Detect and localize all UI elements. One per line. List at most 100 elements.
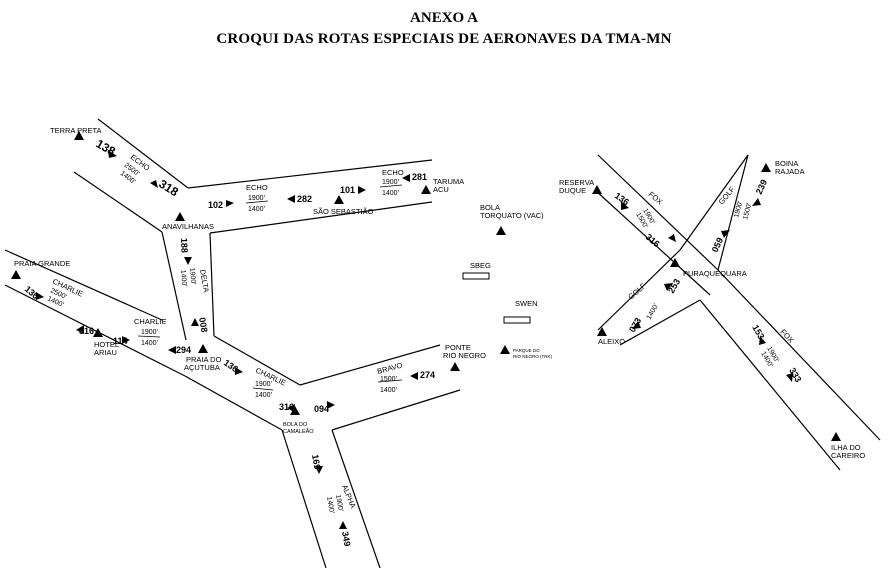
label-puraquequara: PURAQUEQUARA: [683, 269, 747, 278]
alt-charlie-2-1400: 1400': [141, 340, 158, 347]
divider-charlie-2: [252, 387, 274, 391]
heading-labels: 138 318 102 282 101 281 188 008 136 316 …: [23, 136, 804, 547]
hdg-274: 274: [420, 370, 435, 380]
corridor-fox-se-lower: [699, 299, 841, 471]
hdg-102: 102: [208, 200, 223, 210]
point-ponte-rio-negro-icon: [450, 362, 460, 371]
arrow-136-east-icon: [621, 201, 629, 210]
route-fox-se: FOX: [779, 327, 796, 344]
hdg-349: 349: [340, 531, 352, 548]
corridor-delta-left: [161, 231, 187, 341]
arrow-349-icon: [339, 521, 347, 529]
alt-golf-sw-1400: 1400': [646, 303, 661, 321]
alt-delta-1400: 1400': [179, 270, 187, 287]
label-hotel-1: HOTEL: [94, 340, 119, 349]
corridor-charlie-w-lower: [4, 284, 186, 377]
arrow-169-icon: [315, 466, 323, 474]
corridor-echo-e-lower: [209, 201, 433, 234]
arrow-101-icon: [358, 186, 366, 194]
alt-echo-1-1900: 1900': [248, 195, 265, 202]
arrow-274-icon: [410, 372, 418, 380]
label-sbeg: SBEG: [470, 261, 491, 270]
label-taruma-1: TARUMA: [433, 177, 464, 186]
point-bola-camaleao-icon: [290, 406, 300, 415]
point-reserva-duque-icon: [592, 185, 602, 194]
arrow-294-icon: [168, 346, 176, 354]
alt-alpha-1900: 1900': [334, 494, 344, 512]
hdg-153: 153: [750, 323, 766, 341]
route-delta: DELTA: [198, 269, 211, 293]
heading-arrows: [36, 150, 793, 529]
alt-delta-1900: 1900': [188, 268, 196, 285]
alt-golf-ne-1900: 1900': [733, 200, 744, 218]
label-ponte-1: PONTE: [445, 343, 471, 352]
alt-echo-1-1400: 1400': [248, 206, 265, 213]
arrow-253-icon: [664, 283, 673, 291]
point-puraquequara-icon: [670, 258, 680, 267]
arrow-136-se-icon: [235, 367, 243, 375]
alt-echo-2-1900: 1900': [382, 179, 399, 186]
arrow-073-icon: [632, 321, 641, 329]
point-bola-torquato-icon: [496, 226, 506, 235]
page-subtitle: CROQUI DAS ROTAS ESPECIAIS DE AERONAVES …: [216, 31, 672, 47]
label-terra-preta: TERRA PRETA: [50, 126, 102, 135]
hdg-114: 114: [113, 336, 128, 346]
hdg-294: 294: [176, 345, 191, 355]
point-parque-rio-negro-icon: [500, 345, 510, 354]
route-golf-ne: GOLF: [717, 185, 737, 207]
arrow-114-icon: [122, 336, 130, 344]
label-reserva-2: DUQUE: [559, 186, 586, 195]
alt-alpha-1400: 1400': [325, 496, 335, 514]
corridor-charlie-se-lower: [184, 375, 283, 431]
point-terra-preta-icon: [74, 131, 84, 140]
point-boina-rajada-icon: [761, 163, 771, 172]
arrow-153-icon: [759, 336, 766, 345]
corridor-bravo-upper: [299, 344, 441, 386]
alt-charlie-se-1900: 1900': [255, 381, 272, 388]
hdg-008: 008: [197, 317, 209, 334]
label-bola-torquato-1: BOLA: [480, 203, 500, 212]
label-aleixo: ALEIXO: [598, 337, 625, 346]
alt-charlie-se-1400: 1400': [255, 392, 272, 399]
label-praia-acutuba-1: PRAIA DO: [186, 355, 222, 364]
divider-echo-1: [245, 200, 269, 204]
arrow-239-icon: [752, 198, 761, 206]
arrow-318-icon: [150, 180, 158, 188]
label-parque-1: PARQUE DO: [513, 348, 540, 353]
corridor-fox-nw-upper: [597, 154, 719, 271]
label-bola-camaleao-2: CAMALEÃO: [283, 428, 314, 435]
label-reserva-1: RESERVA: [559, 178, 594, 187]
hdg-316-se: 316: [279, 402, 294, 412]
corridor-charlie-w-upper: [4, 249, 163, 321]
point-hotel-ariau-icon: [93, 328, 103, 337]
point-anavilhanas-icon: [175, 212, 185, 221]
corridor-golf-ne: [717, 154, 749, 271]
page-title: ANEXO A: [410, 10, 478, 26]
route-bravo: BRAVO: [376, 361, 403, 376]
alt-echo-2-1400: 1400': [382, 190, 399, 197]
point-praia-grande-icon: [11, 270, 21, 279]
divider-echo-2: [379, 184, 403, 188]
label-bola-camaleao-1: BOLA DO: [283, 422, 308, 428]
hdg-073: 073: [627, 316, 643, 334]
label-taruma-2: ACU: [433, 185, 449, 194]
arrow-316-west-icon: [76, 325, 84, 334]
label-anavilhanas: ANAVILHANAS: [162, 222, 214, 231]
point-aleixo-icon: [597, 327, 607, 336]
point-praia-acutuba-icon: [198, 344, 208, 353]
hdg-281: 281: [412, 172, 427, 182]
corridor-alpha-left: [281, 429, 327, 568]
arrow-316-east-icon: [668, 234, 676, 242]
altitude-dividers: [137, 184, 403, 391]
arrow-188-icon: [184, 257, 192, 265]
route-echo-2: ECHO: [382, 168, 404, 177]
corridor-echo-nw-upper: [97, 118, 189, 189]
label-boina-1: BOINA: [775, 159, 798, 168]
corridor-golf-ne-inner: [679, 154, 749, 251]
hdg-169: 169: [310, 454, 322, 471]
altitude-labels: 2500' 1400' 1900' 1400' 1900' 1400' 1900…: [46, 162, 780, 514]
route-charlie-2: CHARLIE: [134, 317, 167, 326]
arrow-316-se-icon: [287, 404, 295, 412]
label-parque-2: RIO NEGRO (TRK): [513, 354, 553, 359]
